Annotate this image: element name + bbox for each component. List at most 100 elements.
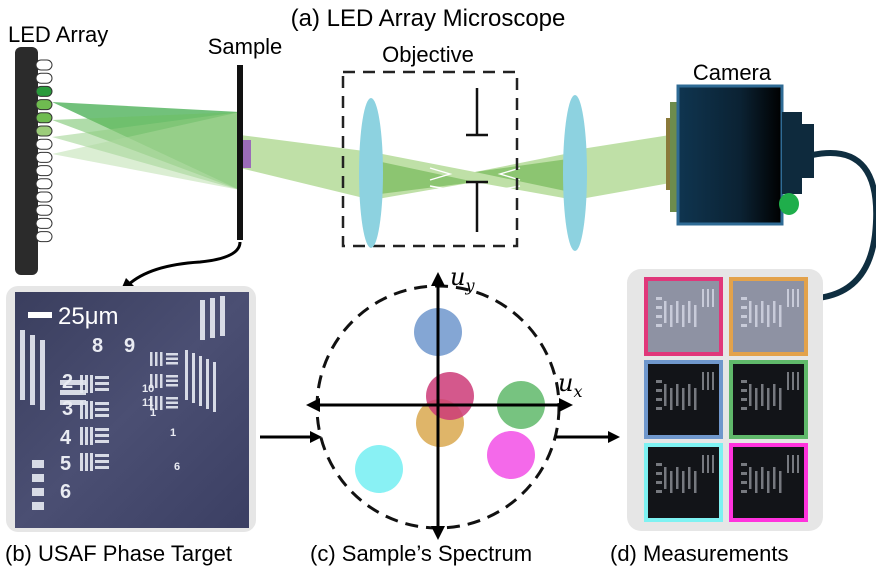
led bbox=[35, 217, 53, 229]
measurement-texture bbox=[787, 372, 789, 390]
measurement-texture bbox=[694, 471, 697, 493]
spectrum-axes bbox=[315, 282, 565, 530]
camera-body bbox=[676, 84, 784, 226]
measurement-texture bbox=[670, 305, 673, 327]
camera-status-led bbox=[779, 193, 799, 215]
measurement-texture bbox=[656, 490, 662, 493]
usaf-bar bbox=[85, 401, 88, 419]
measurement-texture bbox=[741, 297, 747, 300]
spectrum-disk-magenta bbox=[487, 431, 535, 479]
spectrum-disk-cyan bbox=[355, 445, 403, 493]
usaf-bar bbox=[95, 388, 109, 391]
measurement-texture bbox=[741, 306, 747, 309]
measurement-texture bbox=[664, 301, 667, 323]
measurement-texture bbox=[741, 481, 747, 484]
measurement-texture bbox=[761, 301, 764, 323]
usaf-bar bbox=[166, 397, 178, 400]
measurement-texture bbox=[773, 301, 776, 323]
usaf-small-number: 1 bbox=[170, 427, 176, 439]
measurement-texture bbox=[779, 388, 782, 410]
ux-arrowhead-left bbox=[306, 398, 320, 412]
uy-arrowhead-top bbox=[431, 272, 445, 286]
usaf-bar bbox=[32, 488, 44, 496]
usaf-bar bbox=[160, 352, 163, 366]
camera-port bbox=[800, 124, 814, 178]
scale-bar bbox=[28, 312, 52, 318]
usaf-number: 6 bbox=[60, 481, 71, 503]
usaf-bar bbox=[95, 466, 109, 469]
usaf-small-number: 6 bbox=[174, 461, 180, 473]
usaf-bar bbox=[160, 374, 163, 388]
led bbox=[35, 85, 53, 97]
measurements-caption: (d) Measurements bbox=[610, 541, 789, 566]
measurement-texture bbox=[741, 389, 747, 392]
usaf-bar bbox=[90, 401, 93, 419]
measurement-texture bbox=[707, 289, 709, 307]
usaf-bar bbox=[199, 356, 202, 406]
usaf-bar bbox=[95, 402, 109, 405]
measurement-texture bbox=[702, 289, 704, 307]
usaf-bar bbox=[220, 296, 225, 336]
measurement-texture bbox=[676, 384, 679, 406]
measurement-texture bbox=[688, 301, 691, 323]
usaf-bar bbox=[95, 408, 109, 411]
led bbox=[35, 178, 53, 190]
measurement-texture bbox=[664, 384, 667, 406]
measurement-texture bbox=[767, 471, 770, 493]
measurement-texture bbox=[741, 315, 747, 318]
usaf-bar bbox=[60, 380, 86, 385]
usaf-bar bbox=[213, 362, 216, 412]
illumination-beams bbox=[52, 102, 240, 190]
usaf-bar bbox=[155, 352, 158, 366]
led bbox=[35, 125, 53, 137]
usaf-bar bbox=[192, 353, 195, 403]
ux-arrowhead-right bbox=[559, 398, 573, 412]
usaf-bar bbox=[95, 434, 109, 437]
usaf-bar bbox=[80, 401, 83, 419]
tube-lens bbox=[563, 95, 587, 251]
led bbox=[35, 231, 53, 243]
usaf-bar bbox=[166, 379, 178, 382]
led bbox=[35, 99, 53, 111]
measurement-texture bbox=[702, 372, 704, 390]
measurement-texture bbox=[755, 471, 758, 493]
usaf-bar bbox=[95, 428, 109, 431]
measurement-texture bbox=[779, 305, 782, 327]
measurement-texture bbox=[792, 372, 794, 390]
usaf-bar bbox=[80, 427, 83, 445]
usaf-small-number: 10 bbox=[142, 383, 154, 395]
measurement-texture bbox=[707, 455, 709, 473]
measurement-texture bbox=[755, 305, 758, 327]
measurement-texture bbox=[656, 315, 662, 318]
sample-label: Sample bbox=[208, 34, 283, 59]
target-to-spectrum-arrowhead bbox=[310, 431, 322, 443]
measurement-texture bbox=[792, 289, 794, 307]
usaf-bar bbox=[206, 359, 209, 409]
usaf-bar bbox=[80, 453, 83, 471]
usaf-bar bbox=[166, 401, 178, 404]
objective-label: Objective bbox=[382, 42, 474, 67]
usaf-bar bbox=[95, 414, 109, 417]
camera-cable bbox=[811, 149, 876, 301]
measurement-texture bbox=[797, 372, 799, 390]
measurement-texture bbox=[676, 467, 679, 489]
measurement-texture bbox=[656, 380, 662, 383]
measurement-texture bbox=[712, 372, 714, 390]
usaf-bar bbox=[150, 352, 153, 366]
measurement-texture bbox=[773, 384, 776, 406]
usaf-bar bbox=[90, 453, 93, 471]
led bbox=[35, 191, 53, 203]
measurement-texture bbox=[741, 472, 747, 475]
usaf-bar bbox=[155, 374, 158, 388]
measurement-texture bbox=[749, 301, 752, 323]
usaf-bar bbox=[85, 427, 88, 445]
measurement-texture bbox=[761, 467, 764, 489]
measurement-texture bbox=[656, 398, 662, 401]
usaf-small-number: 1 bbox=[150, 407, 156, 419]
usaf-bar bbox=[80, 375, 83, 393]
measurement-texture bbox=[702, 455, 704, 473]
measurement-texture bbox=[792, 455, 794, 473]
sample-slide bbox=[237, 65, 243, 240]
usaf-bar bbox=[40, 340, 45, 410]
usaf-number: 9 bbox=[124, 335, 135, 357]
